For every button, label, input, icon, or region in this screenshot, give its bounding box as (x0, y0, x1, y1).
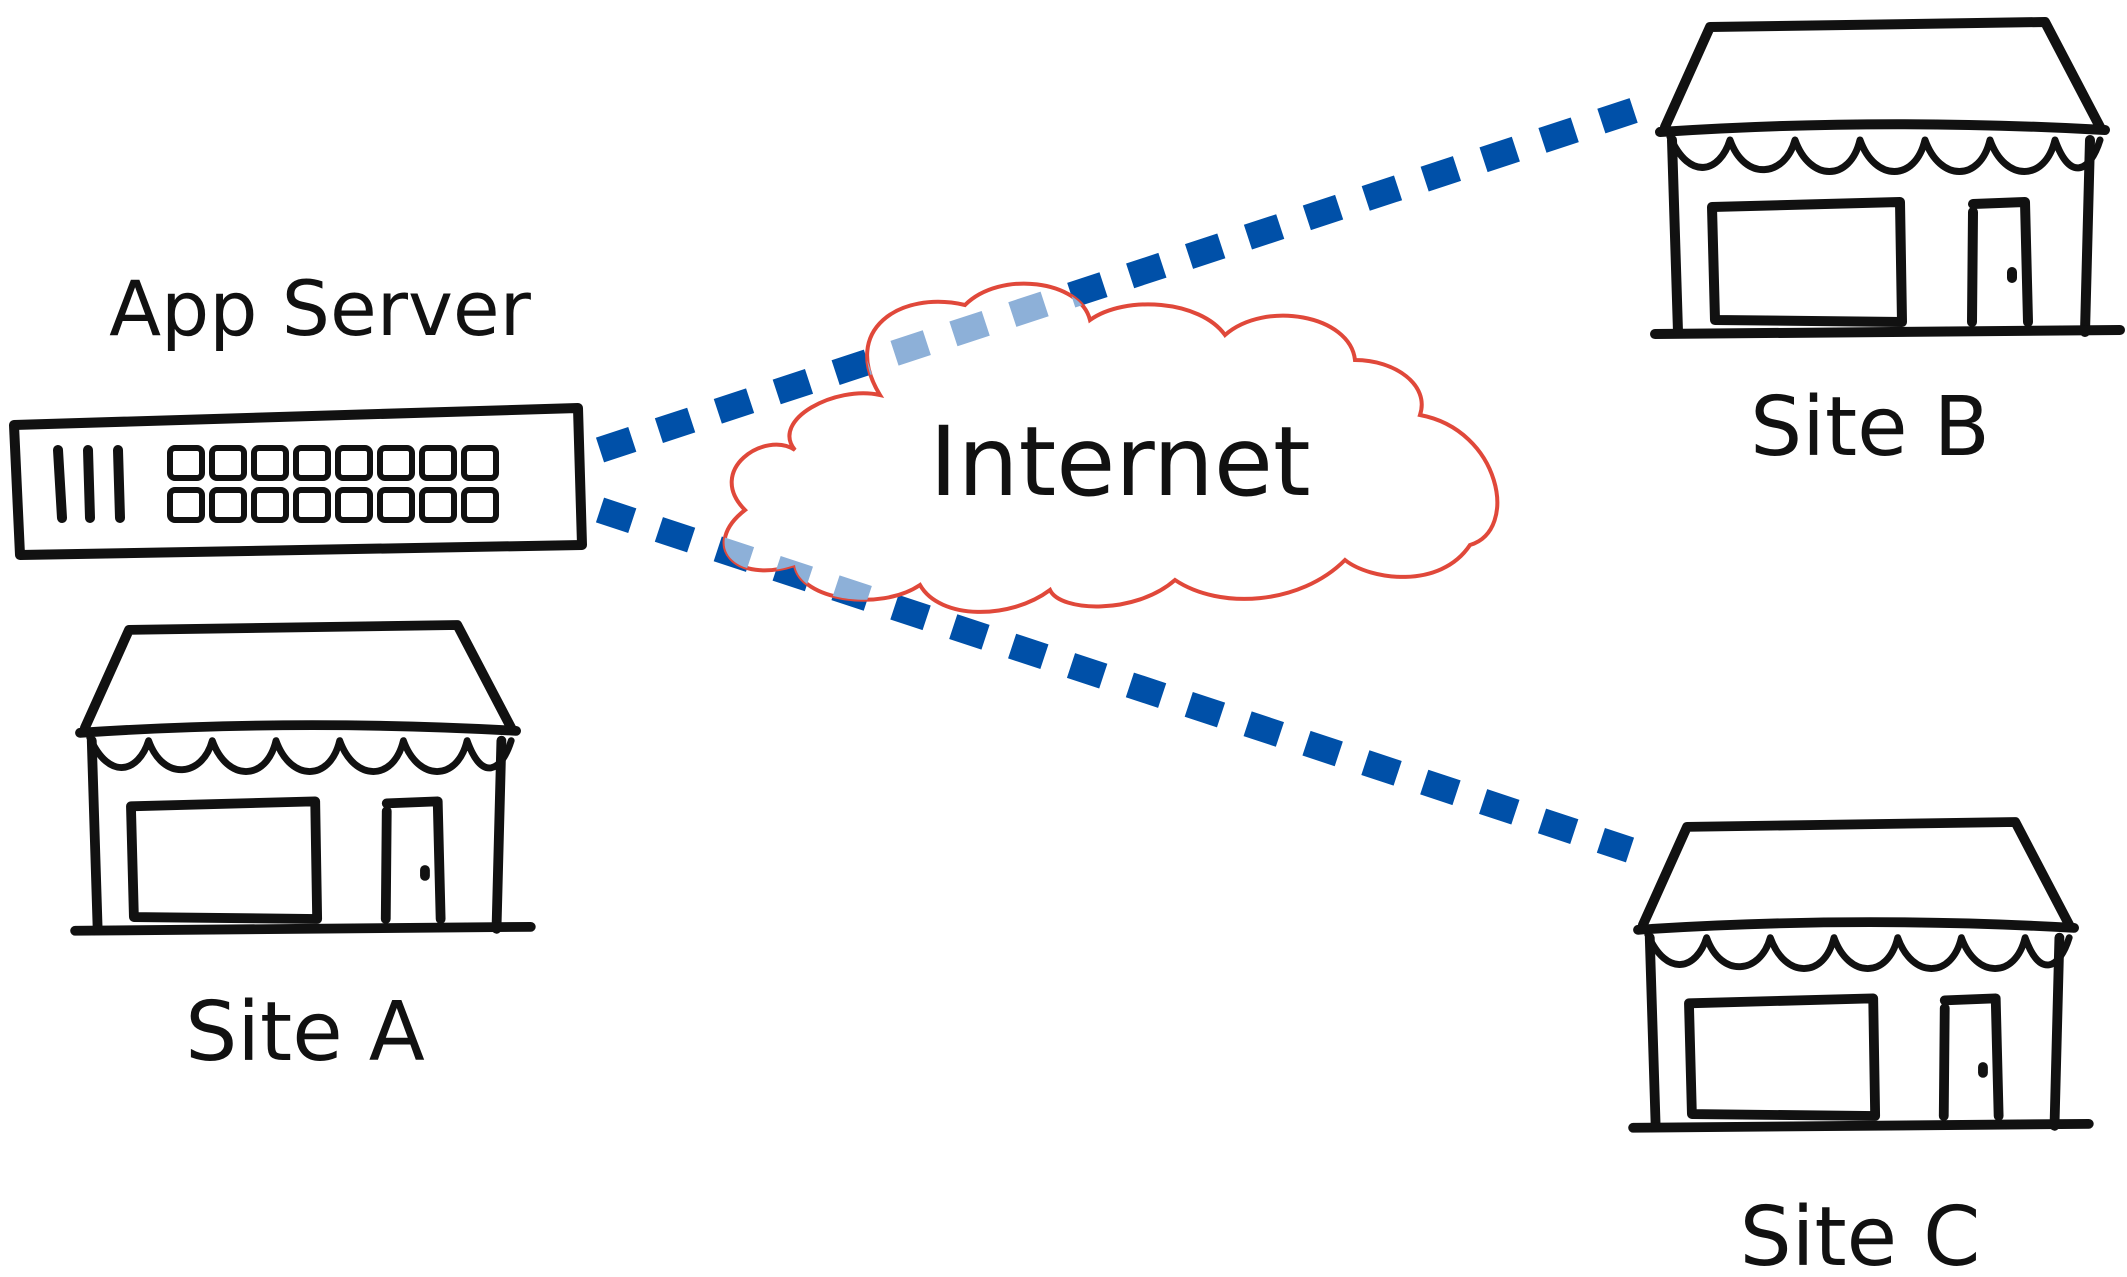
server-port (167, 445, 205, 481)
shop-icon-site-b (1655, 22, 2120, 334)
server-port (167, 487, 205, 523)
internet-label: Internet (929, 406, 1310, 518)
server-port (461, 445, 499, 481)
server-ports (167, 445, 499, 523)
site-c: Site C (1633, 822, 2089, 1277)
site-a-label: Site A (185, 985, 425, 1080)
site-a: Site A (75, 625, 531, 1080)
site-b: Site B (1655, 22, 2120, 475)
server-port (461, 487, 499, 523)
server-port (377, 445, 415, 481)
server-rack-icon (9, 403, 587, 560)
server-port (335, 445, 373, 481)
internet-cloud: Internet (722, 281, 1500, 614)
site-b-label: Site B (1750, 380, 1990, 475)
server-port (419, 487, 457, 523)
shop-icon-site-c (1633, 822, 2089, 1128)
server-port (377, 487, 415, 523)
server-port (293, 445, 331, 481)
shop-icon-site-a (75, 625, 531, 931)
server-port (293, 487, 331, 523)
server-port (251, 487, 289, 523)
app-server-label: App Server (109, 264, 532, 353)
server-port (209, 445, 247, 481)
server-port (335, 487, 373, 523)
server-port (419, 445, 457, 481)
server-port (209, 487, 247, 523)
app-server: App Server (9, 264, 587, 560)
server-port (251, 445, 289, 481)
site-c-label: Site C (1740, 1190, 1981, 1277)
